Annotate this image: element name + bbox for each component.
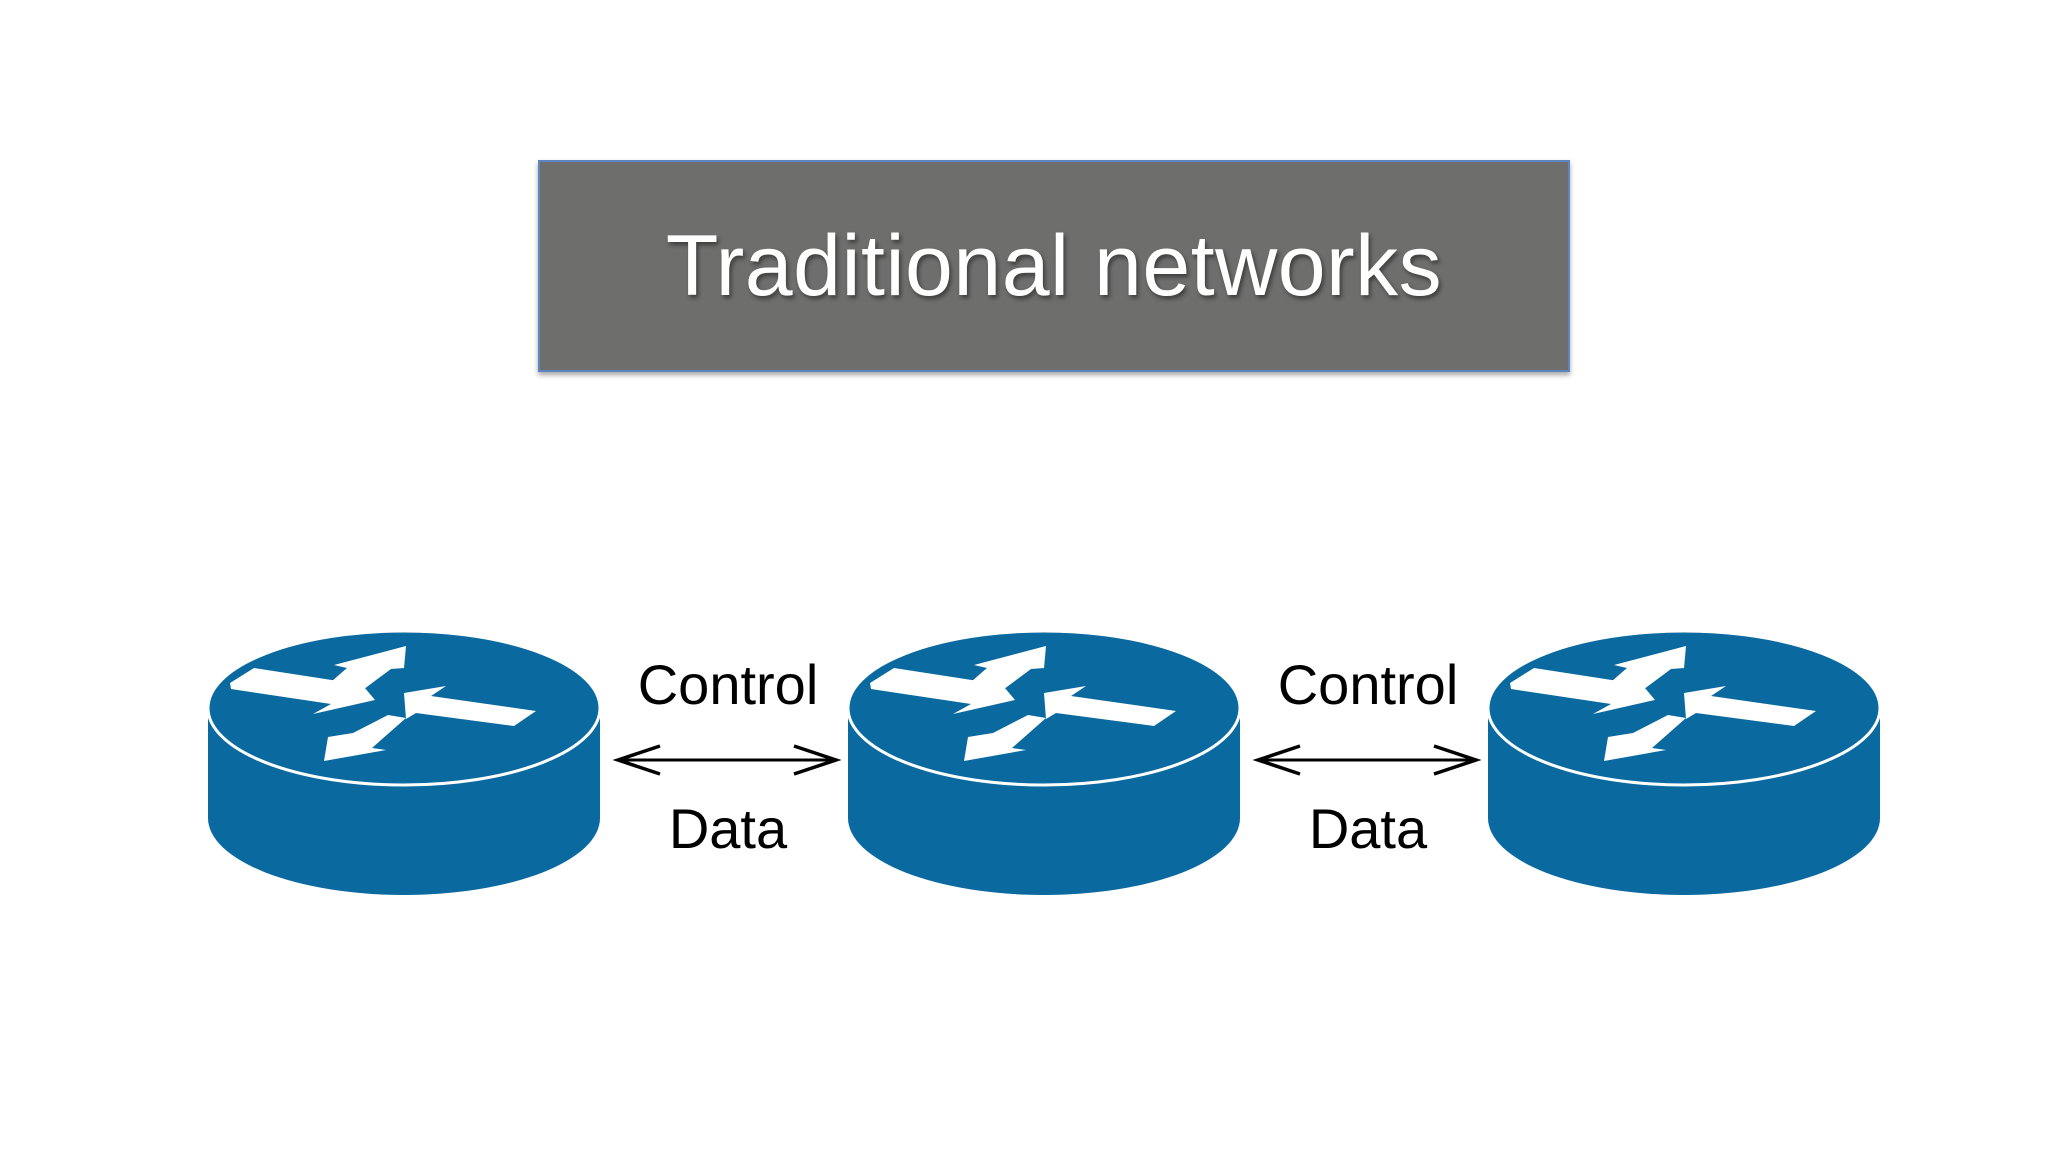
router-icon [1486,629,1882,895]
link-1-control-label: Control [637,653,819,716]
router-icon [206,629,602,895]
link-2-data-label: Data [1308,797,1428,860]
router-icon-3 [1486,629,1882,895]
double-arrow-icon [612,744,842,776]
link-1-data-label: Data [668,797,788,860]
double-arrow-icon [1252,744,1482,776]
router-icon [846,629,1242,895]
router-icon-2 [846,629,1242,895]
router-icon-1 [206,629,602,895]
link-2-control-label: Control [1277,653,1459,716]
title-box: Traditional networks [538,160,1570,372]
slide-title: Traditional networks [665,217,1443,314]
